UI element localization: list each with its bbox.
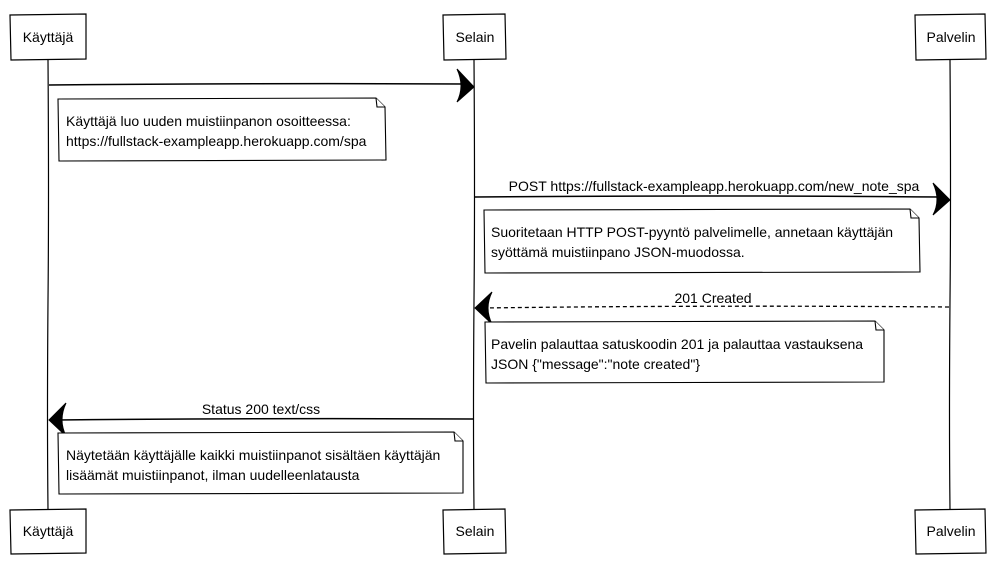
participant-browser-bottom: Selain (442, 508, 507, 555)
participant-browser-top-label: Selain (456, 29, 495, 45)
participant-user-top: Käyttäjä (9, 13, 87, 61)
note-2-line-2: syöttämä muistiinpano JSON-muodossa. (491, 244, 745, 260)
note-1-line-2: https://fullstack-exampleapp.herokuapp.c… (66, 133, 367, 149)
note-4-line-2: lisäämät muistiinpanot, ilman uudelleenl… (66, 467, 360, 483)
note-1-line-1: Käyttäjä luo uuden muistiinpanon osoitte… (66, 113, 351, 129)
participant-server-bottom-label: Palvelin (926, 523, 975, 539)
participant-server-bottom: Palvelin (914, 508, 987, 555)
arrowhead-right-icon (456, 68, 475, 103)
message-3-label: 201 Created (674, 290, 751, 306)
note-3: Pavelin palauttaa satuskoodin 201 ja pal… (484, 320, 885, 384)
lifeline-browser (472, 59, 476, 511)
message-4-label: Status 200 text/css (202, 401, 320, 417)
participant-browser-bottom-label: Selain (456, 523, 495, 539)
message-2-label: POST https://fullstack-exampleapp.heroku… (509, 178, 920, 194)
note-3-line-2: JSON {"message":"note created"} (491, 356, 700, 372)
note-2: Suoritetaan HTTP POST-pyyntö palvelimell… (483, 208, 921, 274)
lifeline-server (948, 59, 952, 511)
participant-server-top: Palvelin (914, 13, 987, 61)
note-4-line-1: Näytetään käyttäjälle kaikki muistiinpan… (66, 447, 440, 463)
participant-user-top-label: Käyttäjä (23, 29, 74, 45)
note-2-line-1: Suoritetaan HTTP POST-pyyntö palvelimell… (491, 224, 893, 240)
participant-user-bottom-label: Käyttäjä (23, 523, 74, 539)
note-4: Näytetään käyttäjälle kaikki muistiinpan… (57, 431, 464, 495)
note-3-line-1: Pavelin palauttaa satuskoodin 201 ja pal… (491, 336, 863, 352)
message-user-to-browser (48, 68, 475, 103)
message-browser-to-server: POST https://fullstack-exampleapp.heroku… (474, 178, 951, 216)
message-browser-to-user: Status 200 text/css (48, 401, 474, 437)
note-1: Käyttäjä luo uuden muistiinpanon osoitte… (57, 97, 387, 162)
lifeline-user (46, 59, 50, 511)
message-server-to-browser: 201 Created (474, 290, 950, 325)
participant-server-top-label: Palvelin (926, 29, 975, 45)
participant-user-bottom: Käyttäjä (9, 508, 87, 555)
participant-browser-top: Selain (442, 13, 507, 61)
arrowhead-left-icon (474, 291, 493, 325)
arrowhead-right-icon (932, 182, 951, 216)
